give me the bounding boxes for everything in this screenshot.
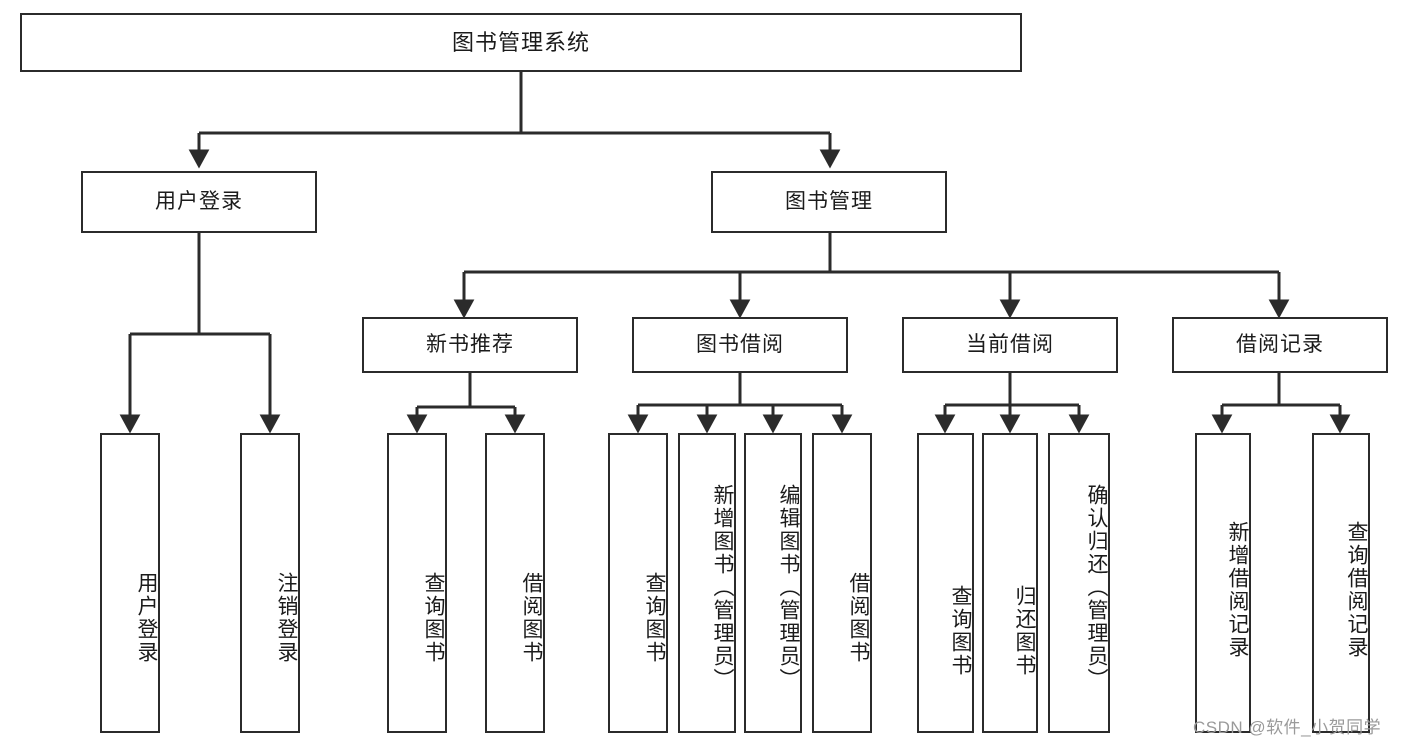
- csdn-watermark: CSDN @软件_小贺同学: [1193, 718, 1382, 737]
- leaf-current-confirm-return-admin[interactable]: 确认归还（管理员）: [1048, 433, 1110, 733]
- node-current-borrow[interactable]: 当前借阅: [902, 317, 1118, 373]
- node-book-management[interactable]: 图书管理: [711, 171, 947, 233]
- leaf-borrow-borrow-book[interactable]: 借阅图书: [812, 433, 872, 733]
- leaf-borrow-add-book-admin[interactable]: 新增图书（管理员）: [678, 433, 736, 733]
- leaf-record-query-borrow-record[interactable]: 查询借阅记录: [1312, 433, 1370, 733]
- leaf-user-login-signout[interactable]: 注销登录: [240, 433, 300, 733]
- leaf-user-login-signin[interactable]: 用户登录: [100, 433, 160, 733]
- leaf-new-book-borrow[interactable]: 借阅图书: [485, 433, 545, 733]
- node-new-book-recommend[interactable]: 新书推荐: [362, 317, 578, 373]
- leaf-borrow-edit-book-admin[interactable]: 编辑图书（管理员）: [744, 433, 802, 733]
- node-book-borrow[interactable]: 图书借阅: [632, 317, 848, 373]
- leaf-current-query-book[interactable]: 查询图书: [917, 433, 974, 733]
- node-user-login[interactable]: 用户登录: [81, 171, 317, 233]
- leaf-borrow-query-book[interactable]: 查询图书: [608, 433, 668, 733]
- leaf-record-add-borrow-record[interactable]: 新增借阅记录: [1195, 433, 1251, 733]
- node-root-system[interactable]: 图书管理系统: [20, 13, 1022, 72]
- node-borrow-record[interactable]: 借阅记录: [1172, 317, 1388, 373]
- leaf-current-return-book[interactable]: 归还图书: [982, 433, 1038, 733]
- leaf-new-book-query[interactable]: 查询图书: [387, 433, 447, 733]
